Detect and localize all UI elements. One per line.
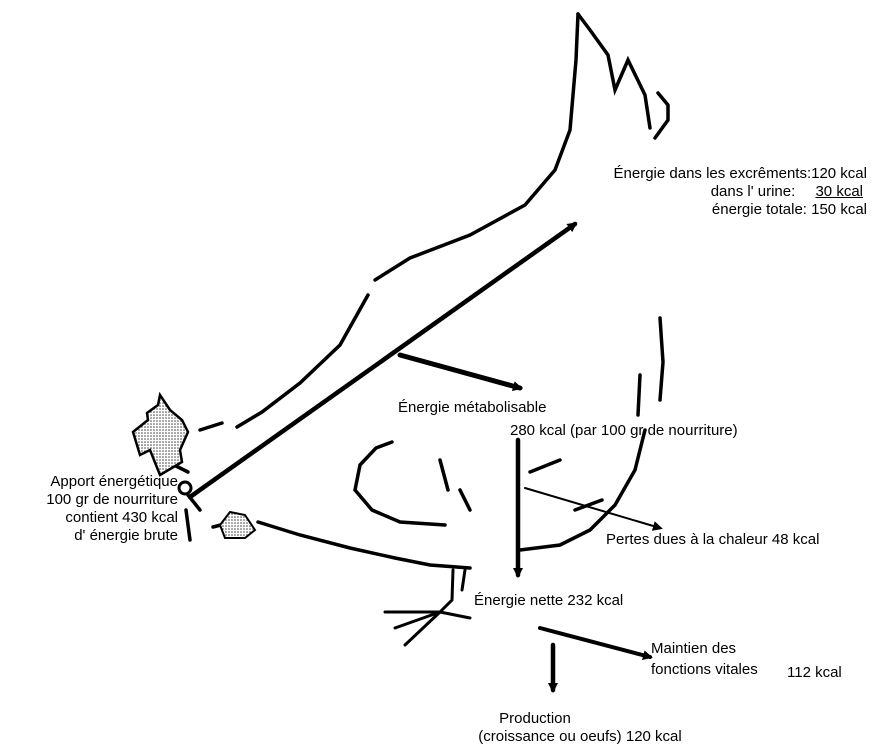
excreta-label: Énergie dans les excrêments:120 kcal dan… [545,165,867,219]
production-line2: (croissance ou oeufs) 120 kcal [430,728,730,746]
intake-label: Apport énergétique 100 gr de nourriture … [0,473,178,545]
net-energy-label: Énergie nette 232 kcal [474,592,623,610]
metabolisable-title: Énergie métabolisable [398,399,546,417]
intake-line2: 100 gr de nourriture [0,491,178,509]
intake-line4: d' énergie brute [0,527,178,545]
arrow-to-heat-loss [525,488,660,528]
metabolisable-value: 280 kcal (par 100 gr de nourriture) [510,422,738,440]
urine-label: dans l' urine: [711,183,796,200]
eye [179,482,191,494]
production-label: Production (croissance ou oeufs) 120 kca… [430,710,730,746]
wattle [220,512,255,538]
maintenance-value: 112 kcal [787,664,842,682]
maintenance-line1: Maintien des [651,640,736,658]
excreta-line3: énergie totale: 150 kcal [545,201,867,219]
flow-arrows [190,224,660,690]
intake-line1: Apport énergétique [0,473,178,491]
arrow-to-metabolisable [400,355,520,388]
urine-value: 30 kcal [805,183,867,201]
excreta-line1: Énergie dans les excrêments:120 kcal [545,165,867,183]
production-line1: Production [430,710,730,728]
hen-feet [385,570,470,645]
hen-outline [170,14,668,568]
excreta-line2: dans l' urine: 30 kcal [545,183,867,201]
heat-loss-label: Pertes dues à la chaleur 48 kcal [606,531,819,549]
maintenance-line2: fonctions vitales [651,661,758,679]
comb [133,395,188,475]
intake-line3: contient 430 kcal [0,509,178,527]
arrow-to-maintenance [540,628,650,657]
